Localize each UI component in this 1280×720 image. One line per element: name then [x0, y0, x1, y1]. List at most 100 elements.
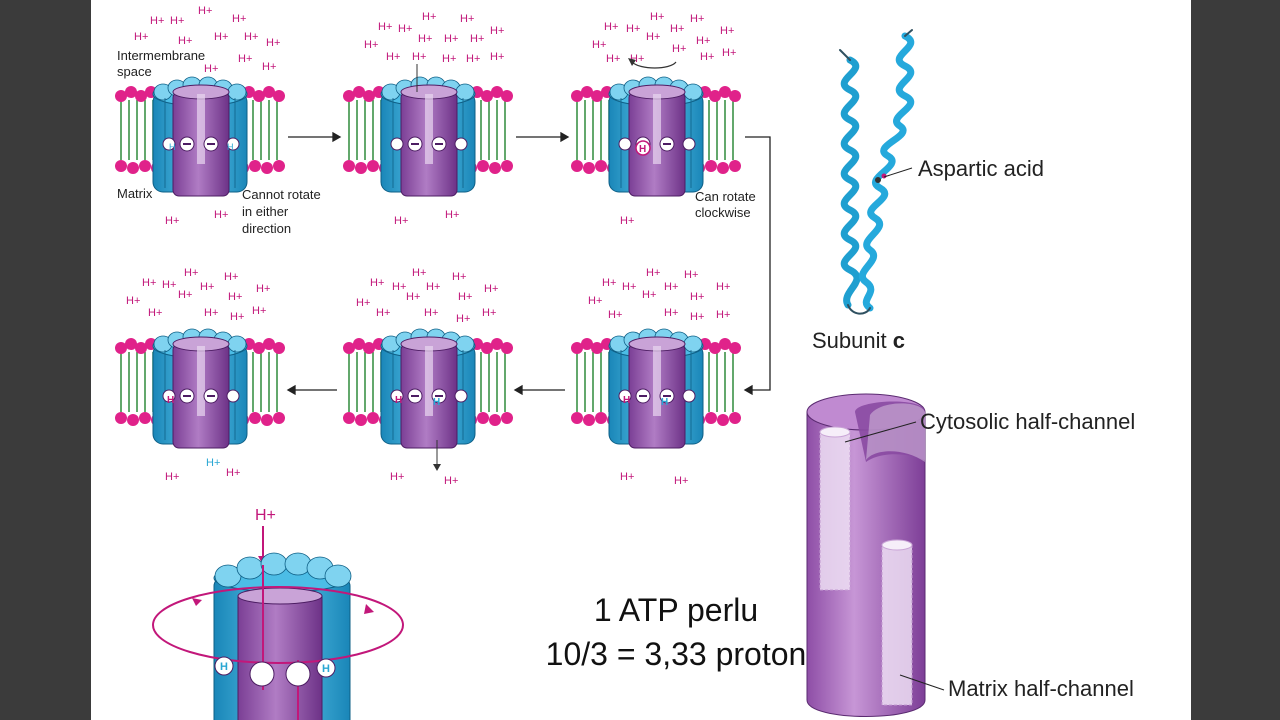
- svg-text:H+: H+: [622, 281, 636, 293]
- svg-text:H+: H+: [370, 277, 384, 289]
- atp-note: 1 ATP perlu 10/3 = 3,33 proton: [511, 588, 841, 676]
- step-arrows: [286, 131, 771, 396]
- svg-text:H+: H+: [650, 11, 664, 23]
- svg-text:H+: H+: [426, 281, 440, 293]
- svg-text:H+: H+: [198, 5, 212, 17]
- svg-text:H+: H+: [230, 311, 244, 323]
- svg-text:H: H: [322, 663, 330, 675]
- protons-top-5: H+H+ H+H+ H+H+ H+H+ H+H+ H+H+ H+: [356, 267, 498, 325]
- svg-text:H+: H+: [394, 215, 408, 227]
- svg-text:H+: H+: [266, 37, 280, 49]
- svg-text:H+: H+: [378, 21, 392, 33]
- svg-text:H+: H+: [406, 291, 420, 303]
- svg-text:H+: H+: [134, 31, 148, 43]
- svg-text:H+: H+: [178, 289, 192, 301]
- residue-h-3: H: [635, 140, 651, 156]
- svg-text:H+: H+: [444, 475, 458, 487]
- membrane-unit-6: [114, 328, 286, 449]
- svg-text:H+: H+: [716, 281, 730, 293]
- cannot-rotate-label-1: Cannot rotate: [242, 187, 321, 202]
- svg-text:H+: H+: [646, 267, 660, 279]
- aspartic-acid-marker: [875, 167, 913, 183]
- right-letterbox: [1191, 0, 1280, 720]
- svg-text:H+: H+: [700, 51, 714, 63]
- cannot-rotate-label-2: in either: [242, 204, 289, 219]
- svg-text:H+: H+: [262, 61, 276, 73]
- svg-text:H+: H+: [214, 31, 228, 43]
- svg-text:H+: H+: [390, 471, 404, 483]
- svg-text:H+: H+: [204, 63, 218, 75]
- svg-text:H+: H+: [470, 33, 484, 45]
- can-rotate-label-2: clockwise: [695, 205, 751, 220]
- svg-text:H+: H+: [670, 23, 684, 35]
- svg-text:H+: H+: [674, 475, 688, 487]
- svg-text:H+: H+: [720, 25, 734, 37]
- svg-text:H+: H+: [204, 307, 218, 319]
- svg-text:H+: H+: [178, 35, 192, 47]
- svg-text:H: H: [167, 395, 174, 406]
- svg-text:H+: H+: [162, 279, 176, 291]
- svg-text:H+: H+: [646, 31, 660, 43]
- svg-text:H+: H+: [224, 271, 238, 283]
- svg-text:H+: H+: [256, 283, 270, 295]
- svg-text:H+: H+: [608, 309, 622, 321]
- svg-text:H: H: [433, 397, 440, 408]
- intermembrane-label-1: Intermembrane: [117, 48, 205, 63]
- svg-text:H+: H+: [458, 291, 472, 303]
- membrane-unit-5: [342, 328, 514, 449]
- svg-text:H+: H+: [126, 295, 140, 307]
- membrane-unit-4: [570, 328, 742, 449]
- svg-text:H+: H+: [165, 471, 179, 483]
- cytosolic-leader: [844, 421, 917, 443]
- svg-text:H+: H+: [424, 307, 438, 319]
- diagram-canvas: H H H H H H H H H+H+ H+H+ H+H+ H+H+ H+H+…: [114, 5, 1135, 720]
- svg-text:H+: H+: [255, 507, 276, 524]
- protons-bottom-row2: H+H+ H+ H+H+ H+H+: [165, 457, 688, 487]
- rotation-arrow-icon: [631, 61, 677, 69]
- svg-text:H: H: [661, 397, 668, 408]
- svg-text:H+: H+: [364, 39, 378, 51]
- svg-text:H+: H+: [690, 311, 704, 323]
- subunit-c-helix: [839, 29, 915, 315]
- svg-text:H+: H+: [664, 281, 678, 293]
- svg-text:H+: H+: [690, 13, 704, 25]
- matrix-label: Matrix: [117, 186, 153, 201]
- slide: H H H H H H H H H+H+ H+H+ H+H+ H+H+ H+H+…: [91, 0, 1191, 720]
- svg-text:H+: H+: [412, 51, 426, 63]
- svg-text:H+: H+: [398, 23, 412, 35]
- svg-text:H+: H+: [412, 267, 426, 279]
- svg-text:H+: H+: [672, 43, 686, 55]
- svg-text:H+: H+: [200, 281, 214, 293]
- svg-text:H: H: [227, 142, 234, 152]
- residue-h-1: H H: [169, 142, 234, 152]
- protons-top-4: H+H+ H+H+ H+H+ H+H+ H+H+ H+H+ H+: [588, 267, 730, 323]
- svg-text:H+: H+: [356, 297, 370, 309]
- svg-text:H+: H+: [722, 47, 736, 59]
- can-rotate-label-1: Can rotate: [695, 189, 756, 204]
- atp-note-line2: 10/3 = 3,33 proton: [545, 636, 807, 672]
- svg-text:H+: H+: [214, 209, 228, 221]
- svg-text:H+: H+: [244, 31, 258, 43]
- svg-text:H+: H+: [442, 53, 456, 65]
- svg-text:H+: H+: [165, 215, 179, 227]
- svg-text:H+: H+: [606, 53, 620, 65]
- svg-text:H+: H+: [226, 467, 240, 479]
- svg-text:H: H: [220, 661, 228, 673]
- svg-text:H+: H+: [418, 33, 432, 45]
- residue-h-5: H H: [395, 395, 440, 408]
- protons-top-3: H+H+ H+H+ H+H+ H+H+ H+H+ H+H+ H+H+: [592, 11, 736, 65]
- svg-text:H+: H+: [184, 267, 198, 279]
- svg-text:H: H: [169, 142, 176, 152]
- svg-text:H+: H+: [490, 51, 504, 63]
- svg-text:H+: H+: [142, 277, 156, 289]
- svg-text:H+: H+: [592, 39, 606, 51]
- left-letterbox: [0, 0, 91, 720]
- aspartic-acid-label: Aspartic acid: [918, 156, 1044, 181]
- cytosolic-half-channel-label: Cytosolic half-channel: [920, 409, 1135, 434]
- svg-text:H+: H+: [170, 15, 184, 27]
- cannot-rotate-label-3: direction: [242, 221, 291, 236]
- svg-text:H: H: [395, 395, 402, 406]
- svg-text:H+: H+: [716, 309, 730, 321]
- svg-text:H+: H+: [392, 281, 406, 293]
- svg-text:H+: H+: [238, 53, 252, 65]
